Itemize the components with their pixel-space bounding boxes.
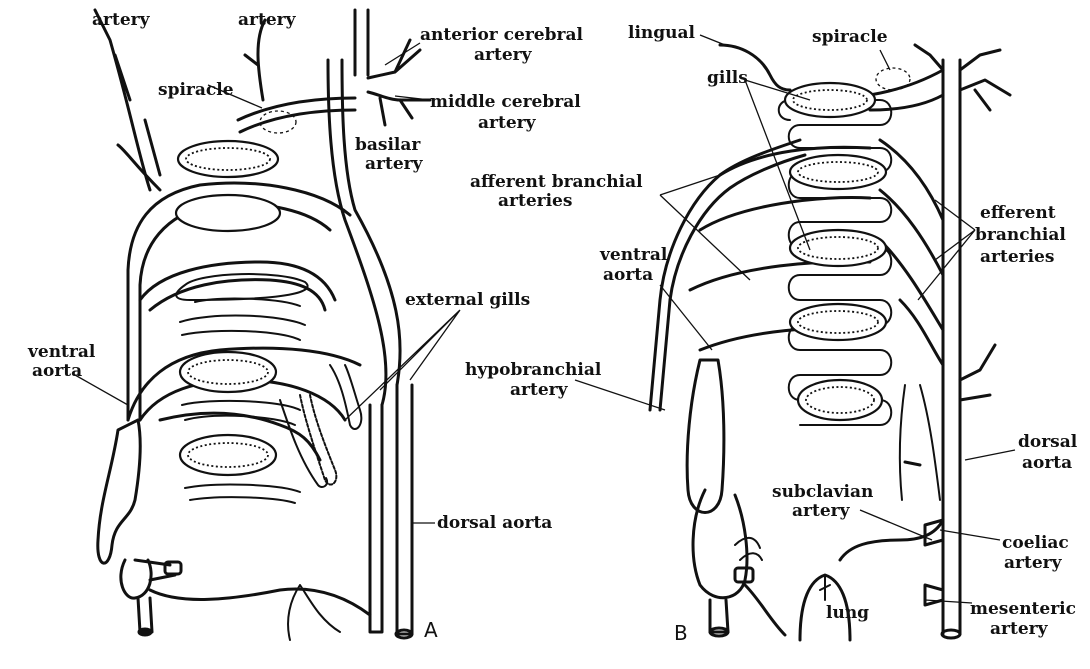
b-dorsal-aorta-vessel (943, 60, 960, 634)
a-label-external-gills: external gills (405, 290, 530, 310)
b-lung-vessel (820, 575, 830, 600)
b-label-dorsal-aorta: dorsal (1018, 432, 1078, 452)
a-dorsal-aorta-vessel (370, 385, 412, 634)
b-gill-2 (790, 155, 886, 189)
b-label-ventral-aorta: ventral (599, 245, 668, 265)
a-heart-lower (121, 560, 152, 632)
b-subclavian-vessel (840, 520, 943, 560)
b-label-efferent-3: arteries (980, 247, 1054, 267)
b-body-line-1 (900, 385, 940, 500)
b-efferent-arch-1 (870, 70, 943, 110)
panel-a-letter: A (424, 618, 438, 642)
b-label-hypobranchial: hypobranchial (465, 360, 602, 380)
b-gill-4 (790, 304, 886, 340)
a-arch-top (238, 98, 355, 132)
a-label-dorsal-aorta: dorsal aorta (437, 513, 552, 533)
b-label-subclavian: subclavian (772, 482, 873, 502)
b-mesenteric-stub (925, 585, 943, 605)
b-label-spiracle: spiracle (812, 27, 888, 47)
b-dorsal-side-branches (960, 345, 995, 400)
b-label-lingual: lingual (628, 23, 696, 43)
b-label-coeliac: coeliac (1002, 533, 1069, 553)
a-basilar-vessel (355, 10, 368, 75)
b-label-coeliac-2: artery (1004, 553, 1063, 573)
a-lower-vessel (150, 589, 370, 615)
b-label-efferent-2: branchial (975, 225, 1066, 245)
a-label-basilar-2: artery (365, 154, 424, 174)
a-heart-bulb (98, 420, 140, 563)
b-label-gills: gills (707, 68, 748, 88)
panel-b-labels: lingual spiracle gills afferent branchia… (465, 23, 1078, 645)
a-gill-slit-4 (180, 435, 276, 475)
b-label-mesenteric-2: artery (990, 619, 1049, 639)
b-afferent-arch-2 (700, 197, 870, 230)
b-pulmonary-vessel (745, 585, 785, 635)
panel-b-drawing (650, 45, 1010, 640)
b-label-afferent: afferent branchial (470, 172, 643, 192)
a-label-artery-top: artery (238, 10, 297, 30)
b-gill-1 (785, 83, 875, 117)
a-gill-slit-2 (176, 195, 280, 231)
a-cerebral-branches (368, 40, 430, 125)
a-label-basilar: basilar (355, 135, 421, 155)
a-gill-pouch-2 (180, 316, 305, 340)
a-label-spiracle: spiracle (158, 80, 234, 100)
a-label-middle-cerebral-2: artery (478, 113, 537, 133)
a-label-artery-left: artery (92, 10, 151, 30)
a-gill-slit-3 (180, 352, 276, 392)
a-label-ventral-aorta: ventral (27, 342, 96, 362)
a-gill-slit-1 (178, 141, 278, 177)
b-small-mark (905, 462, 920, 465)
b-label-dorsal-aorta-2: aorta (1022, 453, 1072, 473)
a-label-middle-cerebral: middle cerebral (430, 92, 581, 112)
b-dorsal-aorta-end (942, 630, 960, 638)
panel-a-drawing (95, 10, 430, 640)
a-lower-loop (288, 585, 340, 640)
b-label-ventral-aorta-2: aorta (603, 265, 653, 285)
b-label-afferent-2: arteries (498, 191, 572, 211)
b-label-hypobranchial-2: artery (510, 380, 569, 400)
b-gill-5 (798, 380, 882, 420)
b-label-efferent: efferent (980, 203, 1056, 223)
b-heart-curls (735, 538, 762, 560)
b-label-subclavian-2: artery (792, 501, 851, 521)
a-label-anterior-cerebral: anterior cerebral (420, 25, 583, 45)
panel-b-letter: B (674, 621, 688, 645)
a-label-ventral-aorta-2: aorta (32, 361, 82, 381)
b-label-lung: lung (826, 603, 869, 623)
a-gill-pouch-4 (185, 485, 300, 503)
a-gill-pouch-1b (195, 299, 300, 306)
a-label-anterior-cerebral-2: artery (474, 45, 533, 65)
b-label-mesenteric: mesenteric (970, 599, 1076, 619)
